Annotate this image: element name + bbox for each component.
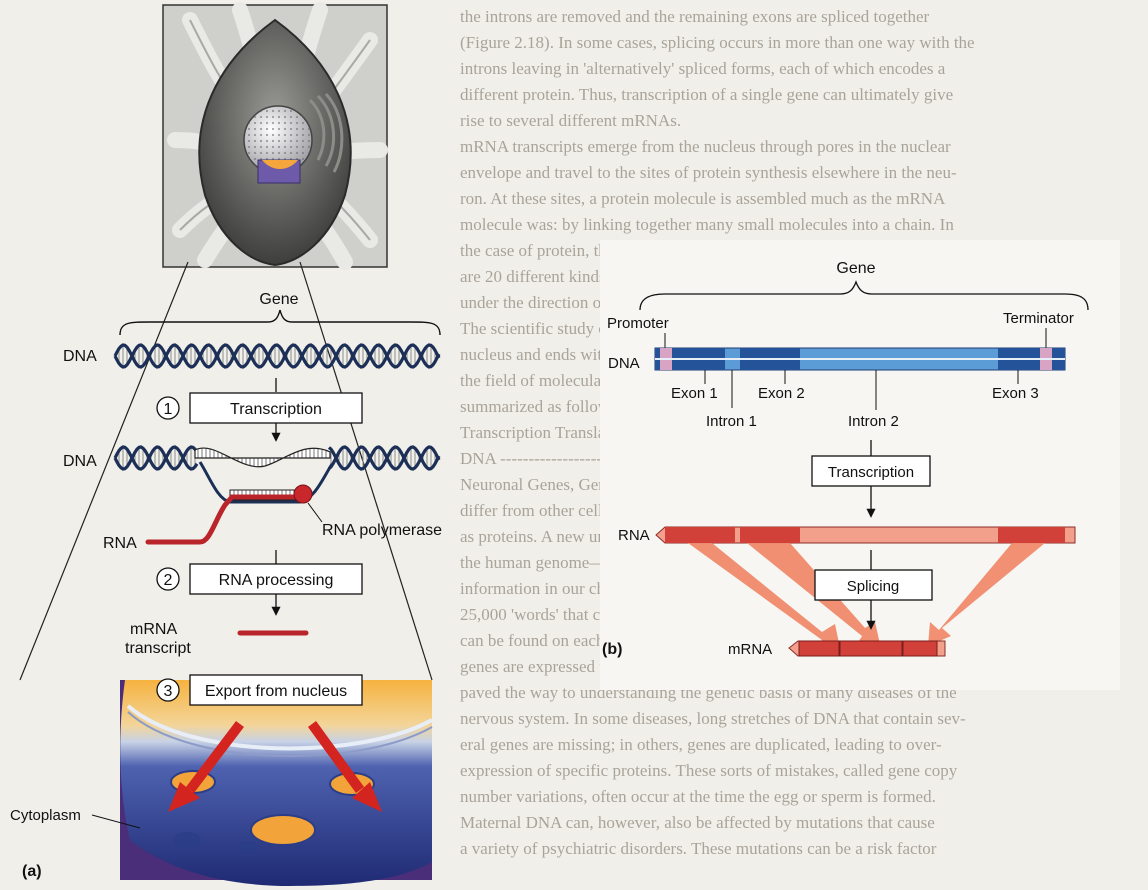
background-text-line: envelope and travel to the sites of prot…: [460, 163, 957, 182]
panel-a: Gene DNA 1 Transcription DNA RNA polymer…: [10, 2, 442, 886]
exon-2-label: Exon 2: [758, 385, 805, 402]
dna-double-helix-1: [113, 343, 441, 369]
rna-label-b: RNA: [618, 527, 650, 544]
background-text-line: summarized as follows:: [460, 397, 621, 416]
nuclear-pore-3: [250, 814, 316, 846]
dna-gene-bar: [654, 347, 1066, 371]
step-2-circle: [156, 567, 180, 591]
splicing-label: Splicing: [847, 578, 900, 595]
panel-b: Gene Promoter Terminator DNA Exon 1 Exon…: [602, 260, 1089, 658]
transcription-box-b: [811, 455, 931, 487]
background-text-line: rise to several different mRNAs.: [460, 111, 681, 130]
background-text-line: nervous system. In some diseases, long s…: [460, 709, 966, 728]
rna-strand-a: [145, 494, 301, 545]
rna-polymerase-label: RNA polymerase: [322, 522, 442, 539]
background-text-line: molecule was: by linking together many s…: [460, 215, 954, 234]
step-1: 1 Transcription: [156, 392, 363, 424]
background-text-line: a variety of psychiatric disorders. Thes…: [460, 839, 937, 858]
rna-exon-1: [665, 527, 735, 543]
dna-label-b: DNA: [608, 355, 640, 372]
background-text-line: different protein. Thus, transcription o…: [460, 85, 953, 104]
cytoplasm-pointer: [91, 814, 141, 829]
rna-exon-2: [740, 527, 800, 543]
rna-bar-b: [655, 526, 1076, 544]
mrna-exon-2: [839, 640, 903, 657]
background-text-line: expression of specific proteins. These s…: [460, 761, 958, 780]
step-2: 2 RNA processing: [156, 563, 363, 595]
panel-b-tag: (b): [602, 641, 622, 658]
callout-line-right: [299, 261, 433, 681]
export-arrow-right: [307, 721, 365, 793]
gene-label-b: Gene: [836, 260, 875, 277]
step-2-number: 2: [164, 572, 173, 589]
export-arrow-left: [186, 720, 244, 794]
rna-polymerase-pointer: [307, 502, 323, 523]
background-text-line: eral genes are missing; in others, genes…: [460, 735, 942, 754]
exon-1-label: Exon 1: [671, 385, 718, 402]
dna-strand: [113, 445, 441, 471]
mrna-label-line1: mRNA: [130, 621, 177, 638]
callout-line-left: [19, 261, 189, 681]
step-3-number: 3: [164, 683, 173, 700]
rna-label-a: RNA: [103, 535, 137, 552]
mrna-exon-3: [902, 640, 938, 657]
dna-strand: [113, 343, 441, 369]
step-1-number: 1: [164, 401, 173, 418]
intron-2-label: Intron 2: [848, 413, 899, 430]
background-text-line: ron. At these sites, a protein molecule …: [460, 189, 946, 208]
transcription-label-b: Transcription: [828, 464, 914, 481]
transcription-label-a: Transcription: [230, 401, 322, 418]
terminator-label: Terminator: [1003, 310, 1074, 327]
neuron-illustration: [162, 2, 388, 270]
background-page-text: the introns are removed and the remainin…: [460, 7, 980, 858]
intron-1-label: Intron 1: [706, 413, 757, 430]
splicing-box: [814, 569, 933, 601]
nucleus-export-illustration: [120, 680, 433, 886]
step-3: 3 Export from nucleus: [156, 674, 363, 706]
gene-brace-b: [639, 280, 1089, 311]
mrna-label-b: mRNA: [728, 641, 772, 658]
step-3-circle: [156, 678, 180, 702]
background-text-line: mRNA transcripts emerge from the nucleus…: [460, 137, 951, 156]
exon-3-label: Exon 3: [992, 385, 1039, 402]
export-label: Export from nucleus: [205, 683, 347, 700]
background-text-line: number variations, often occur at the ti…: [460, 787, 936, 806]
dna-double-helix-2: [113, 445, 441, 471]
step-1-circle: [156, 396, 180, 420]
export-box: [189, 674, 363, 706]
cytoplasm-label: Cytoplasm: [10, 807, 81, 824]
gene-brace-a: [119, 309, 441, 336]
mrna-bar-b: [788, 640, 946, 657]
mrna-exon-1: [798, 640, 840, 657]
dna-strand: [113, 343, 441, 369]
rna-processing-box: [189, 563, 363, 595]
panel-a-tag: (a): [22, 863, 42, 880]
background-text-line: introns leaving in 'alternatively' splic…: [460, 59, 946, 78]
background-text-line: Maternal DNA can, however, also be affec…: [460, 813, 935, 832]
rna-exon-3: [998, 527, 1065, 543]
mrna-label-line2: transcript: [125, 640, 191, 657]
background-text-line: the introns are removed and the remainin…: [460, 7, 930, 26]
dna-label-a2: DNA: [63, 453, 97, 470]
promoter-label: Promoter: [607, 315, 669, 332]
background-text-line: (Figure 2.18). In some cases, splicing o…: [460, 33, 975, 52]
rna-polymerase: [293, 484, 313, 504]
rna-processing-label: RNA processing: [219, 572, 334, 589]
background-text-line: Transcription Translation: [460, 423, 632, 442]
gene-label-a: Gene: [259, 291, 298, 308]
dna-label-a1: DNA: [63, 348, 97, 365]
splicing-arrows: [688, 543, 1045, 650]
